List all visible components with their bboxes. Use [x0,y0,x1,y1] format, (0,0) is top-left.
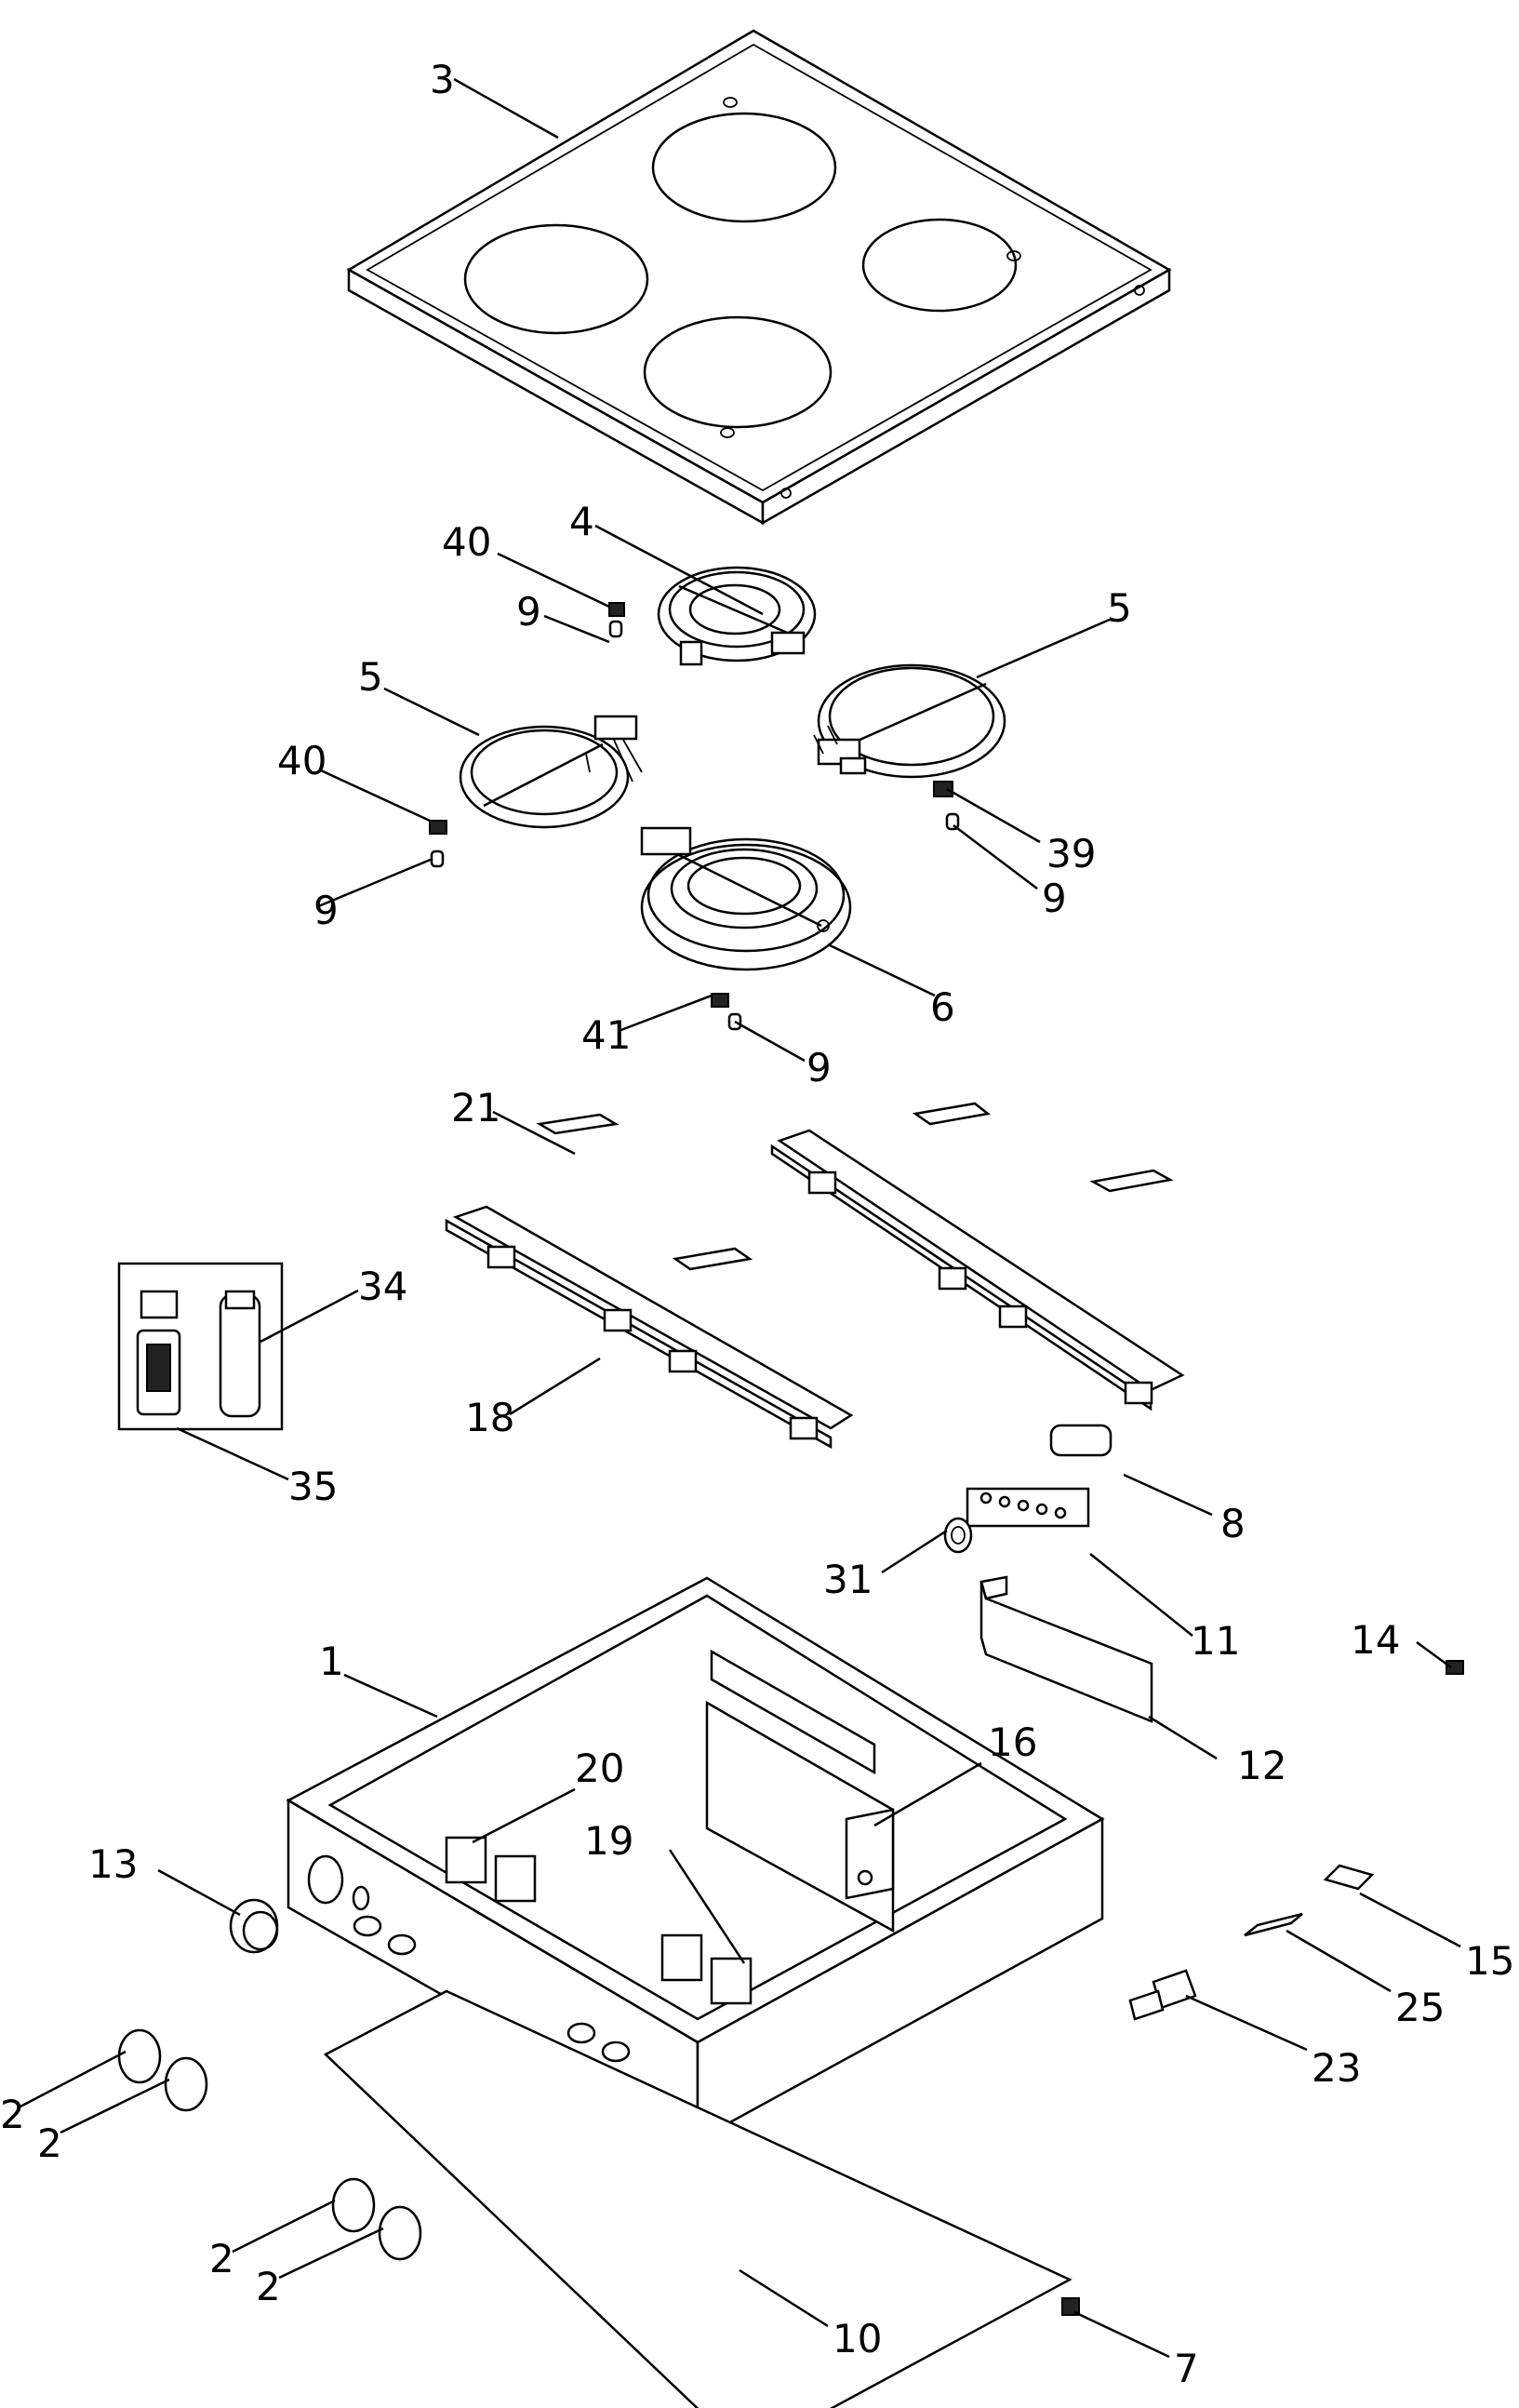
callout-3: 3 [430,57,455,102]
callout-5-right: 5 [1107,585,1132,631]
callout-9-top: 9 [516,589,541,635]
insulation-strips-part-21 [536,1102,1174,1271]
callout-9-left: 9 [313,888,339,933]
bottom-panel-part-10 [323,1989,1073,2408]
callout-10: 10 [833,2316,882,2361]
rod-parts-15-23-25 [1128,1864,1375,2021]
callout-40-top: 40 [442,519,491,565]
callout-1: 1 [319,1639,344,1684]
burner-element-part-5-right [813,663,1006,779]
callout-40-left: 40 [277,738,326,783]
callout-31: 31 [823,1557,873,1602]
callout-23: 23 [1312,2045,1361,2091]
leader-lines [18,77,1461,2359]
callout-41: 41 [581,1012,631,1058]
mounting-brackets-part-18 [445,1129,1185,1450]
callout-2-b: 2 [37,2120,62,2166]
bracket-part-16 [845,1808,895,1900]
callout-25: 25 [1395,1985,1445,2030]
burner-element-part-5-left [459,715,643,829]
callout-8: 8 [1220,1501,1246,1546]
callout-34: 34 [358,1264,407,1309]
callout-15: 15 [1465,1938,1514,1984]
main-chassis-part-1 [286,1576,1105,2143]
callout-18: 18 [465,1395,514,1440]
small-clips-parts-9-39-40-41 [429,602,960,1031]
callout-20: 20 [575,1746,624,1791]
callout-9-right: 9 [1042,876,1067,921]
callout-11: 11 [1191,1618,1240,1664]
cleaning-kit-box-parts-34-35 [117,1262,284,1431]
callout-2-c: 2 [209,2236,234,2281]
callout-12: 12 [1237,1743,1286,1788]
screw-part-14 [1446,1660,1464,1675]
control-knobs-part-2 [117,2028,422,2261]
callout-14: 14 [1351,1617,1400,1663]
callout-16: 16 [988,1719,1037,1765]
burner-element-part-6 [640,826,852,971]
callout-6: 6 [930,984,955,1030]
callout-35: 35 [288,1464,338,1509]
callout-2-a: 2 [0,2092,25,2137]
callout-4: 4 [569,499,594,544]
callout-7: 7 [1174,2346,1199,2391]
indicator-lens-part-13 [229,1898,279,1954]
callout-19: 19 [584,1818,633,1864]
callout-13: 13 [88,1841,138,1887]
callout-labels: 3 4 40 9 5 5 40 9 39 9 6 41 9 21 34 18 3… [0,57,1514,2391]
burner-element-part-4 [657,566,817,666]
bracket-part-12 [979,1575,1153,1723]
cooktop-glass-part-3 [346,29,1172,526]
screw-part-7 [1061,2297,1080,2316]
callout-5-left: 5 [358,654,383,700]
grommet-part-31 [943,1517,973,1554]
callout-39: 39 [1046,831,1096,876]
callout-21: 21 [451,1085,500,1130]
callout-9-bottom: 9 [806,1045,832,1090]
callout-2-d: 2 [256,2264,281,2309]
terminal-block-parts-8-11 [966,1424,1113,1528]
